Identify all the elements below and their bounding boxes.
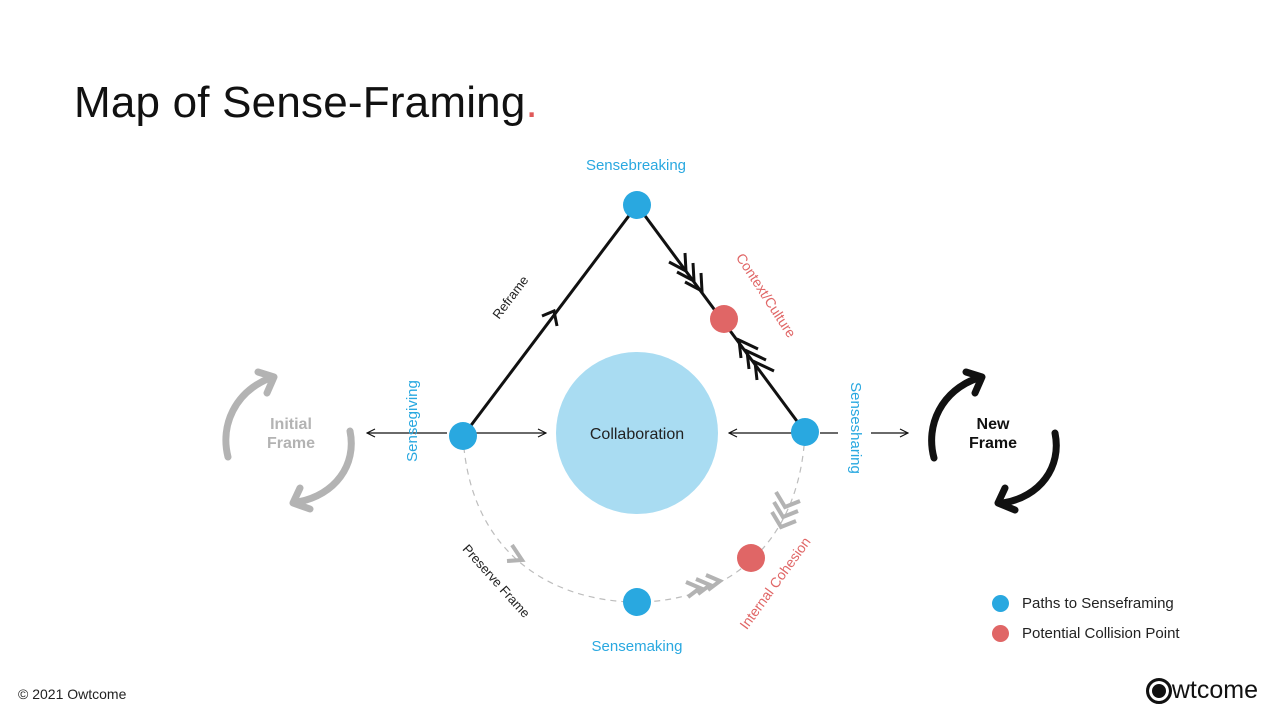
legend-label-paths: Paths to Senseframing [1022,594,1174,612]
sensegiving-label: Sensegiving [404,380,421,462]
copyright: © 2021 Owtcome [18,686,127,702]
sensemaking-label: Sensemaking [592,638,683,655]
reframe-path [461,204,639,437]
collaboration-circle [556,352,718,514]
sensebreaking-label: Sensebreaking [586,157,686,174]
sensesharing-node [791,418,819,446]
collaboration-label: Collaboration [590,426,684,443]
context-culture-label: Context/Culture [733,250,800,340]
logo-circle-icon [1145,677,1172,704]
initial-frame-cycle-icon [222,368,355,513]
reframe-label: Reframe [489,273,531,322]
title-text: Map of Sense-Framing [74,78,526,127]
internal-cohesion-collision-point [737,544,765,572]
sensebreaking-node [623,191,651,219]
context-chevrons-up [737,337,775,381]
owtcome-logo: wtcome [1145,676,1258,705]
internal-cohesion-chevrons-down [770,490,801,530]
initial-frame-label-line1: Initial [270,416,312,433]
sensesharing-label: Sensesharing [847,382,864,474]
logo-text: wtcome [1171,676,1258,704]
sensemaking-node [623,588,651,616]
context-collision-point [710,305,738,333]
legend-item-collision: Potential Collision Point [992,618,1180,648]
legend-label-collision: Potential Collision Point [1022,624,1180,642]
context-chevrons-down [668,252,704,294]
sensegiving-node [449,422,477,450]
legend-swatch-blue [992,594,1009,612]
initial-frame-label-line2: Frame [267,435,315,452]
title-dot: . [525,78,538,127]
new-frame-cycle-icon [928,368,1060,514]
preserve-frame-label: Preserve Frame [460,541,534,620]
legend-swatch-red [992,624,1009,642]
legend-item-paths: Paths to Senseframing [992,588,1180,618]
legend: Paths to Senseframing Potential Collisio… [992,588,1180,648]
reframe-arrowhead [541,308,559,327]
preserve-frame-arrowhead [506,543,526,563]
new-frame-label-line2: Frame [969,435,1017,452]
internal-cohesion-chevrons-up [685,573,724,599]
page-title: Map of Sense-Framing. [74,78,538,128]
new-frame-label-line1: New [977,416,1010,433]
